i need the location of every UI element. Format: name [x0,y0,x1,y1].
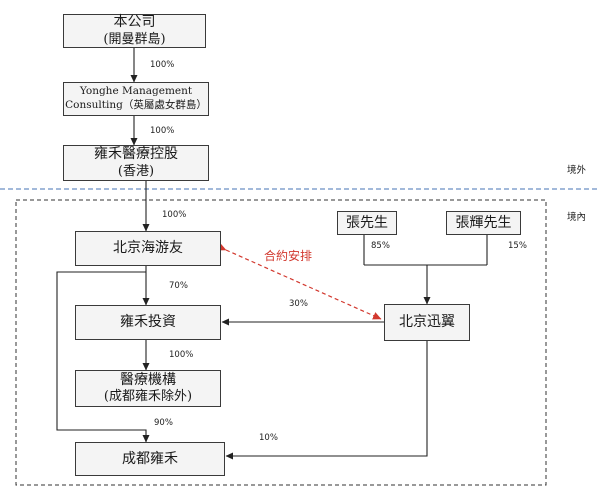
onshore-region-frame [15,199,547,486]
entity-yonghe-medical-hk-jurisdiction: (香港) [117,163,155,179]
pct-haiyouyou-to-chengdu: 90% [154,418,173,428]
entity-yonghe-management-line1: Yonghe Management [79,85,193,98]
entity-chengdu-yonghe: 成都雍禾 [75,442,225,476]
label-onshore: 境內 [567,212,587,223]
entity-yonghe-investment-name: 雍禾投資 [120,314,176,331]
entity-mr-zhang-hui: 張輝先生 [446,211,521,235]
entity-mr-zhang: 張先生 [337,211,397,235]
entity-company: 本公司 (開曼群島) [63,14,206,48]
label-offshore: 境外 [567,165,587,176]
entity-beijing-xunyi-name: 北京迅翼 [399,314,455,331]
entity-yonghe-investment: 雍禾投資 [75,305,221,340]
entity-company-jurisdiction: (開曼群島) [103,31,166,47]
pct-zhang-to-xunyi: 85% [371,241,390,251]
entity-mr-zhang-hui-name: 張輝先生 [455,214,512,231]
pct-hk-to-haiyouyou: 100% [162,210,187,220]
entity-yonghe-management-line2: Consulting（英屬處女群島） [65,99,207,111]
pct-xunyi-to-investment: 30% [289,299,308,309]
arrow-haiyouyou-to-chengdu [56,271,150,443]
pct-company-to-yonghe-mgmt: 100% [150,60,175,70]
pct-xunyi-to-chengdu: 10% [259,433,278,443]
entity-beijing-xunyi: 北京迅翼 [384,304,470,341]
entity-medical-institutions-name: 醫療機構 [120,371,176,388]
label-contractual-arrangements: 合約安排 [264,249,313,263]
entity-company-name: 本公司 [113,14,156,31]
entity-medical-institutions-note: (成都雍禾除外) [103,389,193,405]
entity-medical-institutions: 醫療機構 (成都雍禾除外) [75,370,221,407]
pct-yonghe-mgmt-to-hk: 100% [150,126,175,136]
pct-haiyouyou-to-investment: 70% [169,281,188,291]
entity-yonghe-management: Yonghe Management Consulting（英屬處女群島） [63,82,209,116]
entity-mr-zhang-name: 張先生 [346,214,388,231]
pct-investment-to-medical: 100% [169,350,194,360]
entity-beijing-haiyouyou: 北京海游友 [75,231,221,266]
entity-chengdu-yonghe-name: 成都雍禾 [122,450,178,467]
entity-yonghe-medical-hk: 雍禾醫療控股 (香港) [63,145,209,181]
entity-yonghe-medical-hk-name: 雍禾醫療控股 [94,146,178,163]
contract-arrow-line [217,243,382,320]
pct-zhanghui-to-xunyi: 15% [508,241,527,251]
entity-beijing-haiyouyou-name: 北京海游友 [113,240,183,257]
arrow-xunyi-to-chengdu [225,341,428,460]
